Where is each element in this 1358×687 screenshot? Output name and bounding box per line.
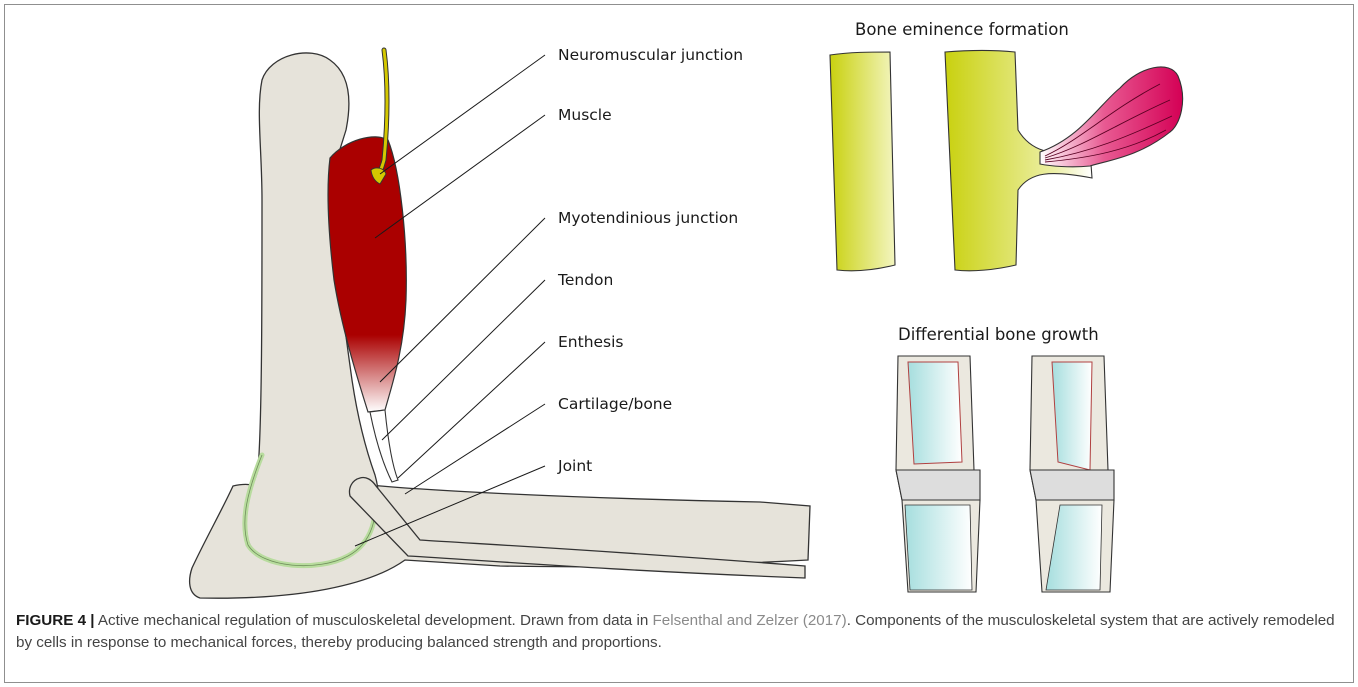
bone-eminence-panel: Bone eminence formation: [830, 20, 1183, 271]
label-tendon: Tendon: [557, 271, 613, 289]
label-muscle: Muscle: [558, 106, 612, 124]
label-neuromuscular-junction: Neuromuscular junction: [558, 46, 743, 64]
musculoskeletal-diagram: Neuromuscular junction Muscle Myotendini…: [0, 0, 1358, 606]
label-cartilage-bone: Cartilage/bone: [558, 395, 672, 413]
caption-text-1: Active mechanical regulation of musculos…: [95, 612, 653, 629]
label-joint: Joint: [557, 457, 592, 475]
figure-label: FIGURE 4 |: [16, 612, 95, 629]
symmetric-growth-bone: [896, 356, 980, 592]
bone-eminence-title: Bone eminence formation: [855, 20, 1069, 39]
differential-growth-title: Differential bone growth: [898, 325, 1099, 344]
arm-diagram: Neuromuscular junction Muscle Myotendini…: [190, 46, 810, 598]
figure-caption: FIGURE 4 | Active mechanical regulation …: [16, 610, 1336, 654]
label-enthesis: Enthesis: [558, 333, 624, 351]
straight-bone: [830, 52, 895, 271]
reference-link[interactable]: Felsenthal and Zelzer (2017): [653, 612, 847, 629]
asymmetric-growth-bone: [1030, 356, 1114, 592]
differential-growth-panel: Differential bone growth: [896, 325, 1114, 592]
label-myotendinious-junction: Myotendinious junction: [558, 209, 738, 227]
